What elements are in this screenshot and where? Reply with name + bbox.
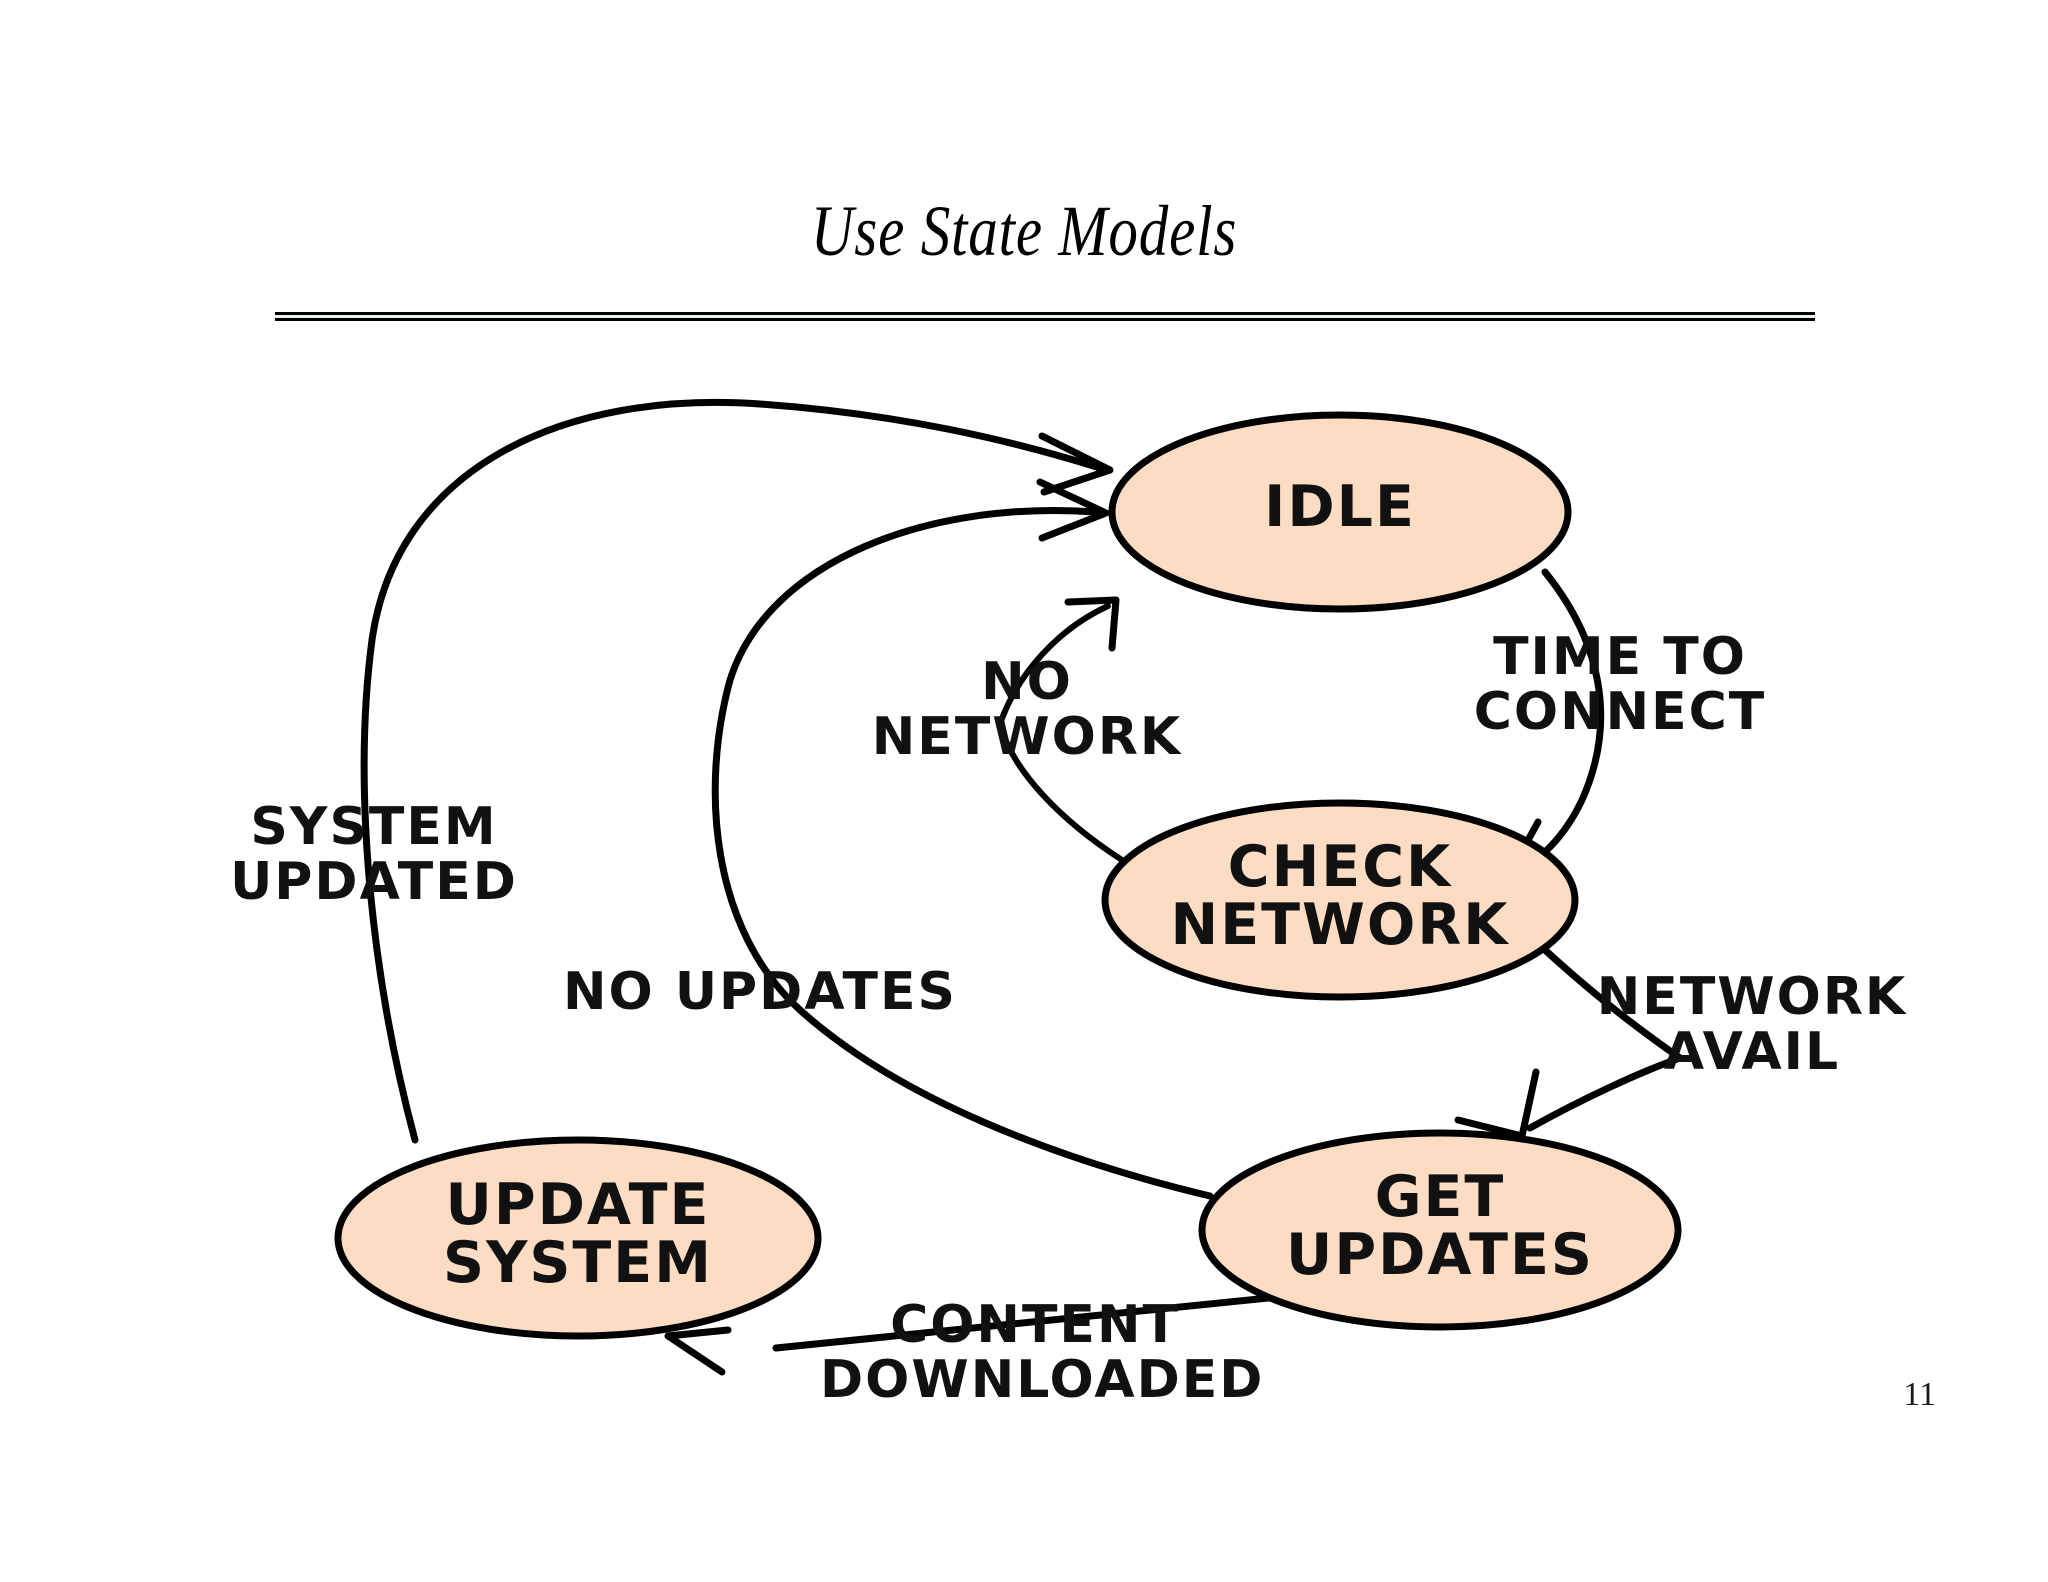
- state-node-idle: [1108, 411, 1572, 613]
- state-node-update-system: [334, 1136, 822, 1340]
- title-divider-rule: [275, 312, 1815, 321]
- page-number: 11: [1903, 1376, 1936, 1413]
- page-title: Use State Models: [810, 191, 1238, 271]
- state-node-get-updates: [1198, 1129, 1682, 1331]
- edge-get-updates-to-update-system: [664, 1292, 1292, 1376]
- state-node-check-network: [1101, 799, 1579, 1001]
- edge-get-updates-to-idle: [711, 478, 1214, 1200]
- edge-update-system-to-idle: [360, 398, 1114, 1144]
- edge-check-network-to-idle: [997, 596, 1125, 863]
